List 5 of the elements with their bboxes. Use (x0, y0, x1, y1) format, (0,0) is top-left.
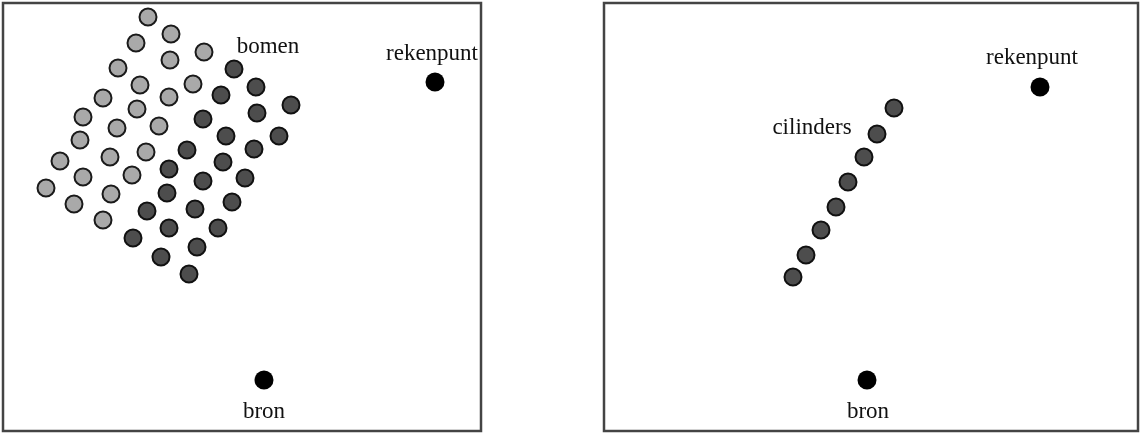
point-label: rekenpunt (386, 40, 478, 64)
source-label: bron (846, 398, 890, 422)
point-label: rekenpunt (986, 44, 1078, 68)
trees-label: bomen (236, 33, 300, 57)
source-label: bron (242, 398, 286, 422)
